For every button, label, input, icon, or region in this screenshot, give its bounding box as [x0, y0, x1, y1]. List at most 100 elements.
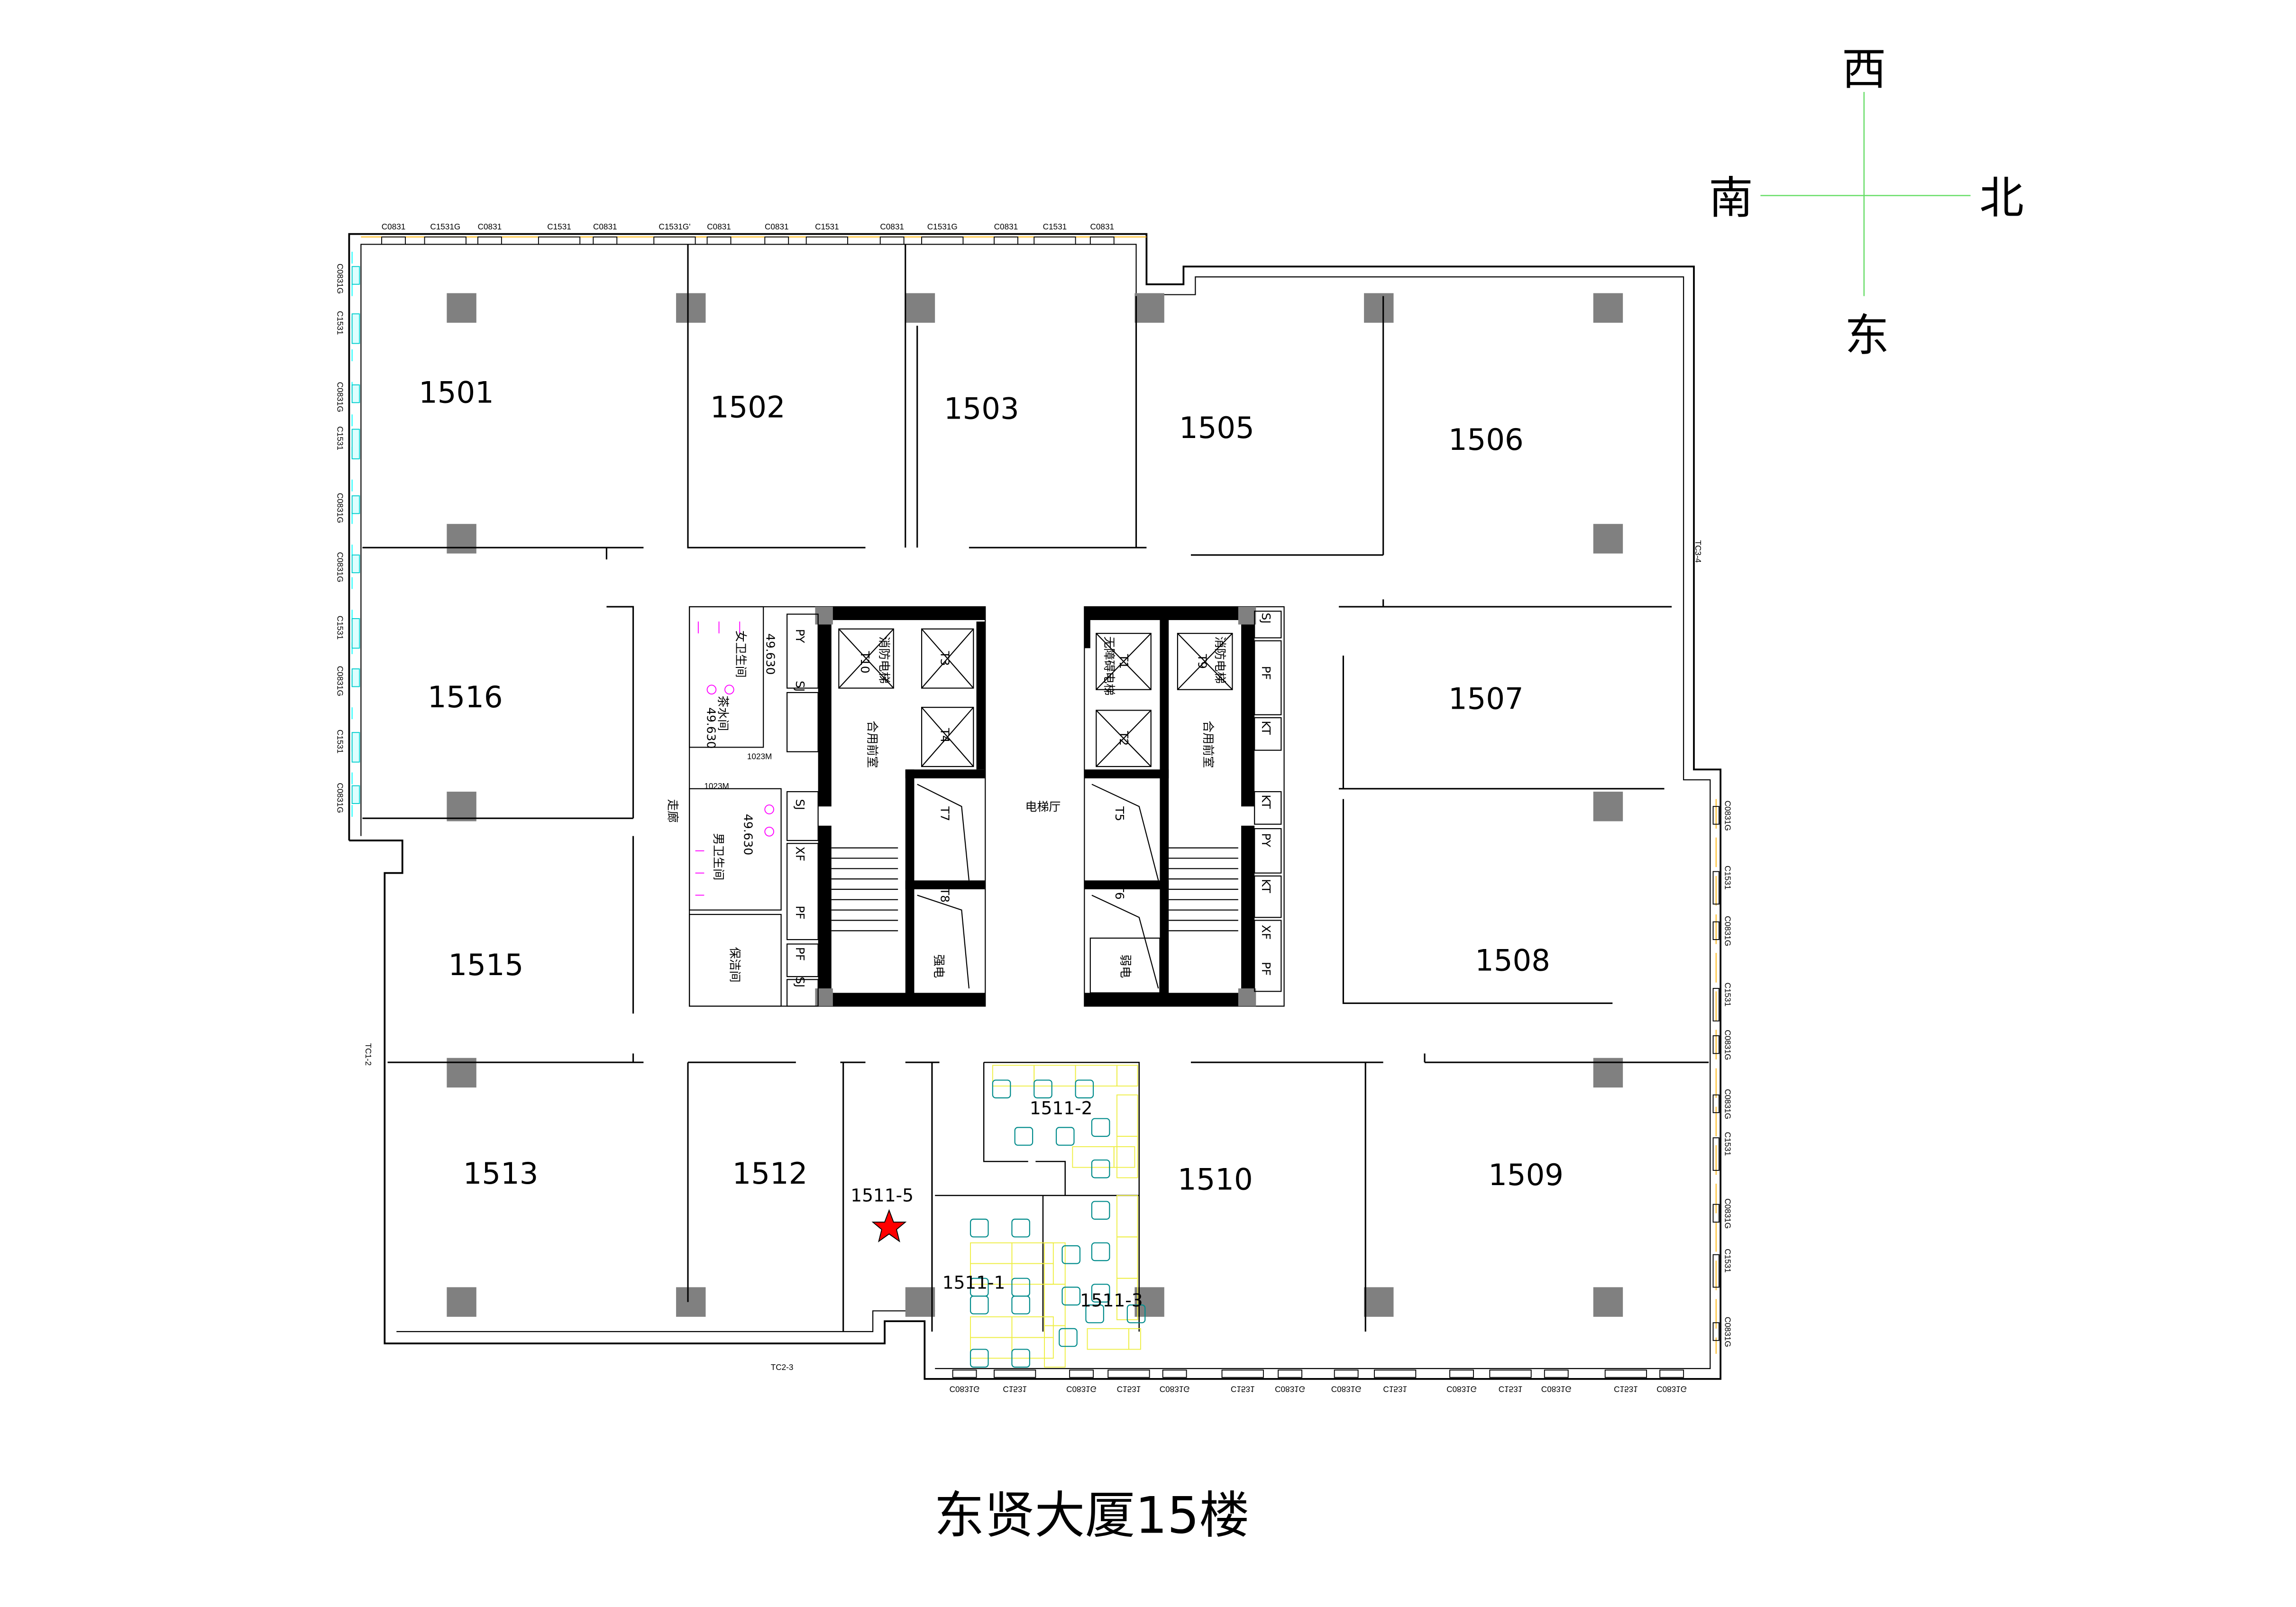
column	[447, 293, 476, 323]
column	[676, 1287, 706, 1317]
facade-tag-tc2: TC2-3	[771, 1362, 794, 1372]
page-title: 东贤大厦15楼	[934, 1487, 1249, 1545]
desk	[1128, 1328, 1141, 1350]
window-label: C0831	[1090, 222, 1114, 231]
desk	[1116, 1136, 1138, 1178]
shared-lobby-label: 合用前室	[866, 721, 879, 768]
window	[1659, 1370, 1684, 1378]
window	[1034, 236, 1076, 245]
window-label: C0831G	[1446, 1384, 1477, 1394]
shaft-label: XF	[1259, 925, 1273, 940]
window-label: C0831	[593, 222, 617, 231]
facade-labels-left: C0831GC1531C0831GC1531C0831GC0831GC1531C…	[335, 264, 345, 813]
window	[1712, 988, 1720, 1022]
window-label: C1531	[335, 730, 345, 754]
window-label: C1531	[1723, 983, 1732, 1007]
window-label: C1531	[1231, 1384, 1255, 1394]
room-1501: 1501	[419, 375, 494, 410]
womens-restroom-label: 女卫生间	[734, 630, 748, 678]
facade-tag-tc1: TC1-2	[364, 1043, 373, 1066]
window	[1107, 1370, 1150, 1378]
room-1511-5: 1511-5	[851, 1185, 914, 1205]
window-label: C1531	[1003, 1384, 1027, 1394]
windows	[351, 236, 1720, 1378]
door-label: 1023M	[704, 781, 729, 791]
window	[351, 668, 360, 687]
partitions	[362, 244, 1709, 1332]
window-label: C0831	[707, 222, 731, 231]
window	[1712, 806, 1720, 825]
column	[1593, 1287, 1623, 1317]
column	[1593, 293, 1623, 323]
column	[1593, 792, 1623, 822]
elevation-label: 49.630	[763, 633, 777, 675]
shared-lobby-label: 合用前室	[1201, 721, 1215, 768]
window	[381, 236, 406, 245]
chair	[970, 1349, 989, 1368]
compass-west: 西	[1842, 44, 1886, 95]
facade-labels-right: C0831GC1531C0831GC1531C0831GC0831GC1531C…	[1723, 801, 1732, 1347]
window-label: C0831G	[1541, 1384, 1572, 1394]
column	[905, 293, 935, 323]
room-1511-1: 1511-1	[942, 1272, 1006, 1293]
desk	[1116, 1236, 1138, 1279]
room-1505: 1505	[1179, 411, 1254, 445]
window-label: C1531	[547, 222, 571, 231]
window-label: C0831G	[1723, 801, 1732, 831]
window-label: C1531	[1383, 1384, 1407, 1394]
window	[764, 236, 789, 245]
window-label: C0831G	[335, 264, 345, 294]
desk	[1113, 1146, 1135, 1168]
room-1506: 1506	[1448, 422, 1524, 457]
chair	[1014, 1127, 1034, 1146]
structural-columns	[447, 293, 1623, 1317]
shaft-label: PY	[1259, 833, 1273, 847]
shaft-label: KT	[1259, 721, 1273, 735]
room-1502: 1502	[710, 390, 786, 425]
window	[1712, 1035, 1720, 1054]
elevator-t10: T10	[858, 651, 872, 674]
mens-restroom-label: 男卫生间	[712, 833, 725, 880]
chair	[1034, 1079, 1052, 1099]
tea-room-label: 茶水间	[716, 695, 730, 731]
column	[1134, 293, 1164, 323]
window-label: C0831G	[1160, 1384, 1190, 1394]
room-1513: 1513	[463, 1156, 539, 1191]
room-1507: 1507	[1448, 681, 1524, 716]
shaft-label: SJ	[793, 977, 807, 987]
window	[351, 785, 360, 804]
window	[1334, 1370, 1359, 1378]
window	[1712, 871, 1720, 905]
chair	[1061, 1287, 1081, 1306]
window-label: C0831G	[1723, 1030, 1732, 1060]
facade-tag-tc3: TC3-4	[1693, 540, 1703, 563]
desk	[1011, 1242, 1054, 1264]
red-star-icon	[871, 1209, 907, 1242]
room-1509: 1509	[1488, 1158, 1564, 1192]
chair	[992, 1079, 1011, 1099]
window	[1162, 1370, 1187, 1378]
elevation-label: 49.630	[741, 814, 755, 855]
chair	[1091, 1284, 1110, 1303]
chair	[1011, 1278, 1030, 1297]
window	[1604, 1370, 1647, 1378]
window	[351, 266, 360, 285]
fire-elevator-label: 消防电梯	[1213, 636, 1227, 684]
window	[805, 236, 848, 245]
window-label: C0831G	[1723, 916, 1732, 946]
chair	[1075, 1079, 1094, 1099]
column	[1364, 1287, 1394, 1317]
window	[921, 236, 964, 245]
desk	[970, 1337, 1013, 1359]
window-label: C0831G	[335, 493, 345, 523]
shaft-label: PF	[793, 905, 807, 919]
window	[653, 236, 696, 245]
window-label: C0831G	[1656, 1384, 1687, 1394]
elevator-t6: T6	[1113, 885, 1126, 900]
column	[1593, 524, 1623, 554]
window	[1712, 1094, 1720, 1114]
column	[447, 1287, 476, 1317]
accessible-elevator-label: 无障碍电梯	[1102, 636, 1116, 695]
window	[1449, 1370, 1474, 1378]
